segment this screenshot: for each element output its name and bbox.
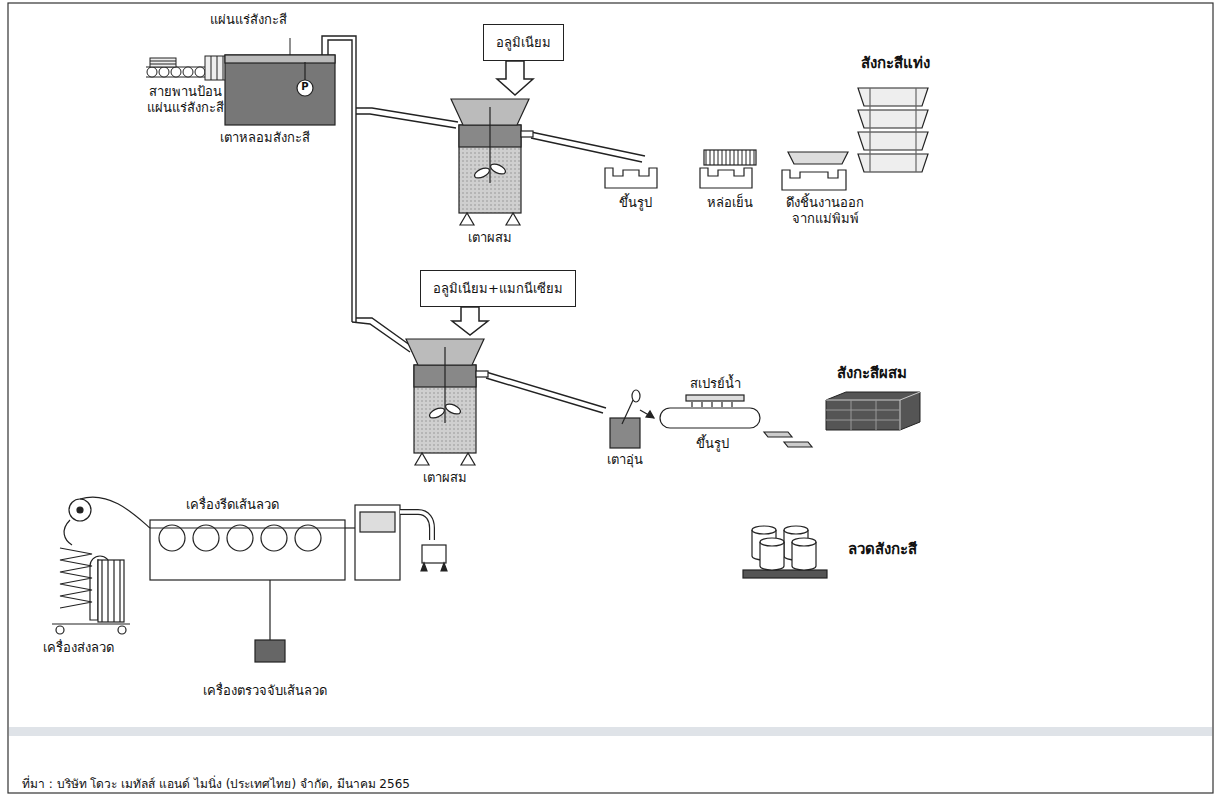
mixing-furnace — [406, 339, 488, 465]
mixing-furnace — [451, 99, 533, 225]
process-label: สเปรย์น้ำ — [690, 376, 741, 392]
feed-arrow — [497, 61, 533, 95]
process-label: ดึงชิ้นงานออก จากแม่พิมพ์ — [777, 195, 873, 228]
process-label: สังกะสีผสม — [837, 364, 907, 383]
material-box: อลูมิเนียม+แมกนีเซียม — [420, 270, 576, 307]
ingot-moulds — [605, 150, 848, 190]
process-label: ขึ้นรูป — [619, 195, 652, 211]
pour-chute — [531, 132, 645, 162]
process-label: เครื่องรีดเส้นลวด — [186, 497, 279, 513]
process-label: P — [301, 81, 308, 94]
casting-belt — [660, 395, 812, 447]
source-caption: ที่มา : บริษัท โดวะ เมทัลส์ แอนด์ ไมนิ่ง… — [22, 774, 410, 793]
furnace-label: เตาผสม — [445, 227, 535, 248]
box-label: อลูมิเนียม — [496, 32, 551, 53]
smelting-furnace — [225, 55, 335, 125]
mixing-furnace-symbol — [400, 335, 490, 467]
zinc-wire-drums — [743, 526, 827, 578]
feed-arrow — [452, 307, 488, 335]
process-label: หล่อเย็น — [707, 195, 753, 211]
process-label: สายพานป้อน แผ่นแร่สังกะสี — [144, 84, 226, 117]
process-label: เครื่องส่งลวด — [43, 640, 114, 656]
mixing-furnace: เตาผสม — [400, 335, 490, 488]
alloy-stack — [826, 392, 920, 430]
wire-feeder — [52, 497, 150, 634]
warming-furnace — [610, 390, 654, 448]
process-label: เตาอุ่น — [607, 452, 643, 468]
scan-band — [9, 727, 1212, 736]
process-label: เครื่องตรวจจับเส้นลวด — [203, 683, 327, 699]
mixing-furnace-symbol — [445, 95, 535, 227]
zinc-ingot-stack — [858, 88, 928, 172]
process-label: เตาหลอมสังกะสี — [220, 130, 310, 146]
process-label: ขึ้นรูป — [696, 436, 729, 452]
furnace-label: เตาผสม — [400, 467, 490, 488]
frame — [8, 3, 1213, 793]
wire-drawing-machine — [150, 505, 447, 662]
material-box: อลูมิเนียม — [483, 24, 564, 61]
process-label: สังกะสีแท่ง — [861, 54, 930, 73]
process-label: ลวดสังกะสี — [848, 540, 917, 559]
box-label: อลูมิเนียม+แมกนีเซียม — [433, 278, 563, 299]
process-label: แผ่นแร่สังกะสี — [210, 12, 287, 28]
pour-chute — [486, 372, 606, 413]
mixing-furnace: เตาผสม — [445, 95, 535, 248]
